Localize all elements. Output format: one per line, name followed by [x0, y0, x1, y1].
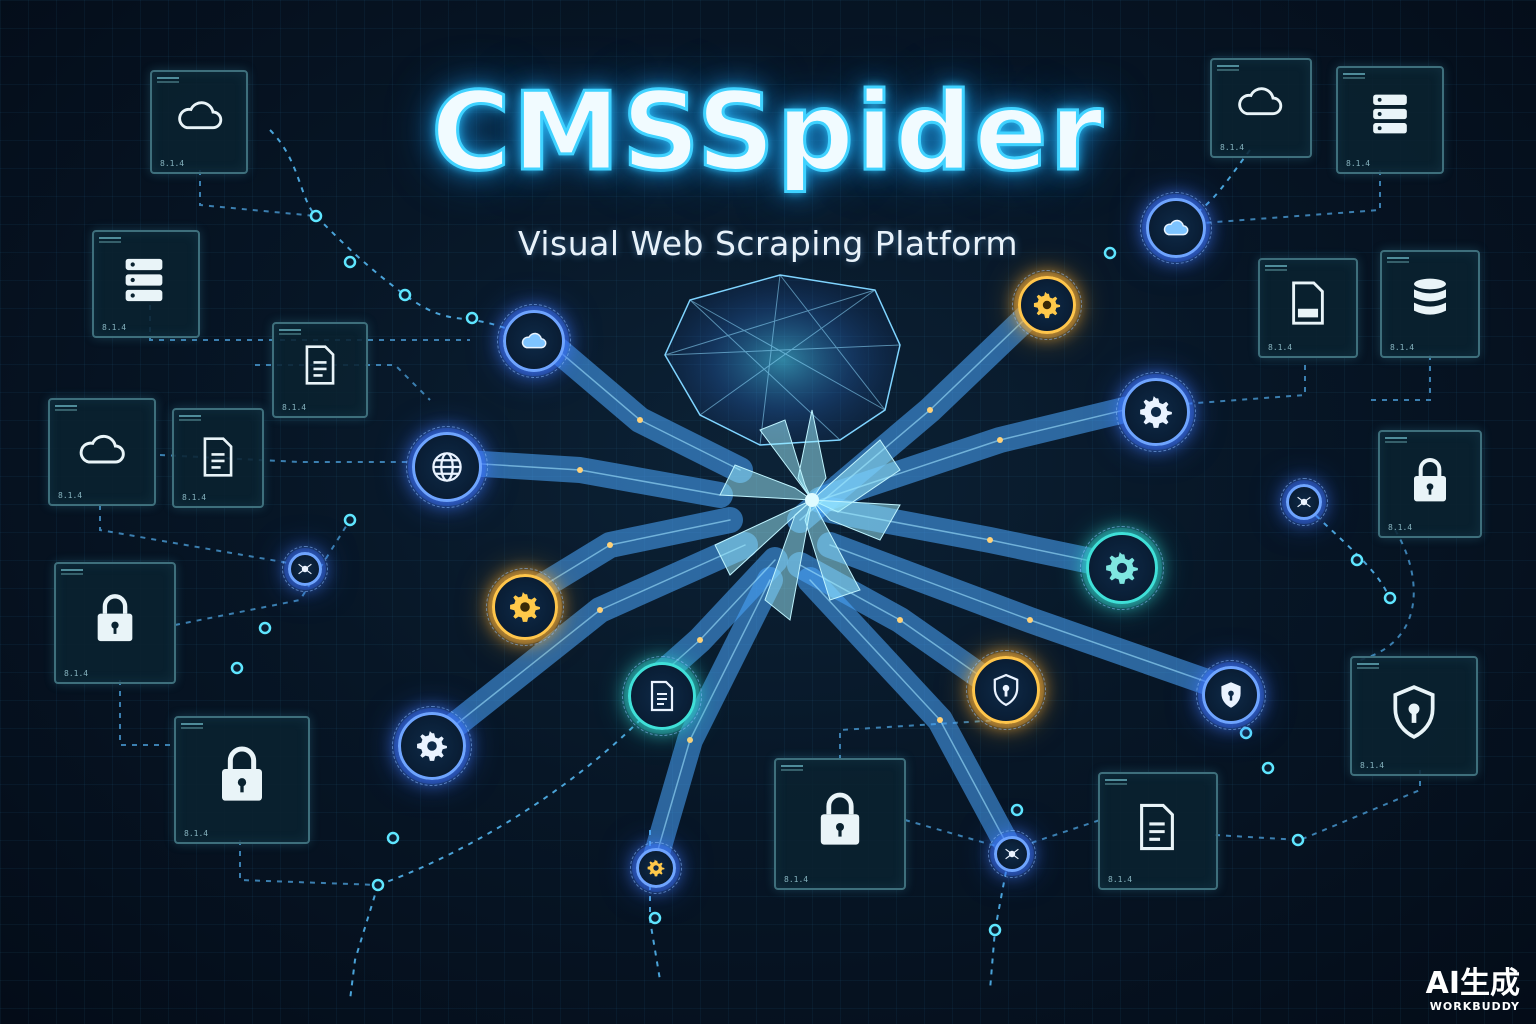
- card-version: 8.1.4: [1360, 761, 1385, 770]
- card-version: 8.1.4: [160, 159, 185, 168]
- node-spider: [1280, 478, 1328, 526]
- database-icon: [1414, 278, 1446, 315]
- document-icon: [305, 345, 335, 385]
- connector-nodes: [230, 209, 1397, 937]
- node-gear: [392, 706, 472, 786]
- node-cloud: [1140, 192, 1212, 264]
- gear-icon: [1140, 396, 1172, 428]
- cloud-icon: [1238, 87, 1283, 116]
- shield-icon: [1393, 685, 1435, 739]
- database-card: 8.1.4: [1380, 250, 1480, 358]
- shield-icon: [993, 673, 1019, 707]
- network-dots: [577, 407, 1033, 743]
- node-gear-gold: [486, 568, 564, 646]
- card-version: 8.1.4: [784, 875, 809, 884]
- node-gear-gold: [1012, 270, 1082, 340]
- card-version: 8.1.4: [58, 491, 83, 500]
- app-title: CMSSpider: [430, 69, 1105, 197]
- document-card: 8.1.4: [272, 322, 368, 418]
- shield-card: 8.1.4: [1350, 656, 1478, 776]
- cloud-card: 8.1.4: [150, 70, 248, 174]
- lock-card: 8.1.4: [1378, 430, 1482, 538]
- lock-card: 8.1.4: [54, 562, 176, 684]
- node-gear-small: [630, 842, 682, 894]
- document-icon: [1140, 803, 1174, 851]
- lock-icon: [1414, 458, 1446, 502]
- node-shield: [1196, 660, 1266, 730]
- card-version: 8.1.4: [64, 669, 89, 678]
- document-card: 8.1.4: [1258, 258, 1358, 358]
- document-card: 8.1.4: [172, 408, 264, 508]
- lock-icon: [97, 594, 133, 642]
- cloud-icon: [79, 434, 125, 464]
- document-icon: [203, 437, 233, 477]
- spider-icon: [1005, 848, 1019, 860]
- card-version: 8.1.4: [1220, 143, 1245, 152]
- ai-generated-watermark: AI生成 WORKBUDDY: [1425, 966, 1520, 1013]
- lock-icon: [820, 792, 860, 845]
- cloud-icon: [1163, 219, 1189, 236]
- spider-icon: [298, 563, 312, 575]
- card-version: 8.1.4: [282, 403, 307, 412]
- server-card: 8.1.4: [92, 230, 200, 338]
- card-version: 8.1.4: [1108, 875, 1133, 884]
- spider-body: [664, 274, 901, 621]
- server-card: 8.1.4: [1336, 66, 1444, 174]
- cloud-icon: [178, 101, 223, 130]
- spider-icon: [1297, 496, 1311, 508]
- app-subtitle: Visual Web Scraping Platform: [518, 224, 1018, 263]
- server-icon: [1373, 94, 1407, 134]
- node-spider: [282, 546, 328, 592]
- node-gear: [1116, 372, 1196, 452]
- server-icon: [125, 258, 163, 302]
- card-version: 8.1.4: [1268, 343, 1293, 352]
- node-spider: [988, 830, 1036, 878]
- document-icon: [650, 680, 674, 712]
- card-version: 8.1.4: [1346, 159, 1371, 168]
- gear-icon: [1106, 552, 1138, 584]
- node-gear-teal: [1080, 526, 1164, 610]
- lock-card: 8.1.4: [174, 716, 310, 844]
- cloud-icon: [521, 332, 547, 349]
- card-version: 8.1.4: [102, 323, 127, 332]
- lock-icon: [222, 746, 262, 801]
- gear-icon: [510, 592, 540, 622]
- gear-icon: [417, 731, 447, 761]
- document-card: 8.1.4: [1098, 772, 1218, 890]
- card-version: 8.1.4: [184, 829, 209, 838]
- watermark-line2: WORKBUDDY: [1429, 1000, 1520, 1013]
- shield-icon: [1221, 682, 1241, 708]
- node-document: [622, 656, 702, 736]
- card-version: 8.1.4: [1388, 523, 1413, 532]
- node-shield: [966, 650, 1046, 730]
- cloud-card: 8.1.4: [48, 398, 156, 506]
- cloud-card: 8.1.4: [1210, 58, 1312, 158]
- card-version: 8.1.4: [182, 493, 207, 502]
- gear-icon: [647, 859, 665, 877]
- document-icon: [1292, 281, 1324, 325]
- node-globe: [406, 426, 488, 508]
- globe-icon: [432, 452, 462, 482]
- lock-card: 8.1.4: [774, 758, 906, 890]
- node-cloud: [497, 304, 571, 378]
- card-version: 8.1.4: [1390, 343, 1415, 352]
- watermark-line1: AI生成: [1425, 966, 1520, 1001]
- gear-icon: [1033, 291, 1061, 319]
